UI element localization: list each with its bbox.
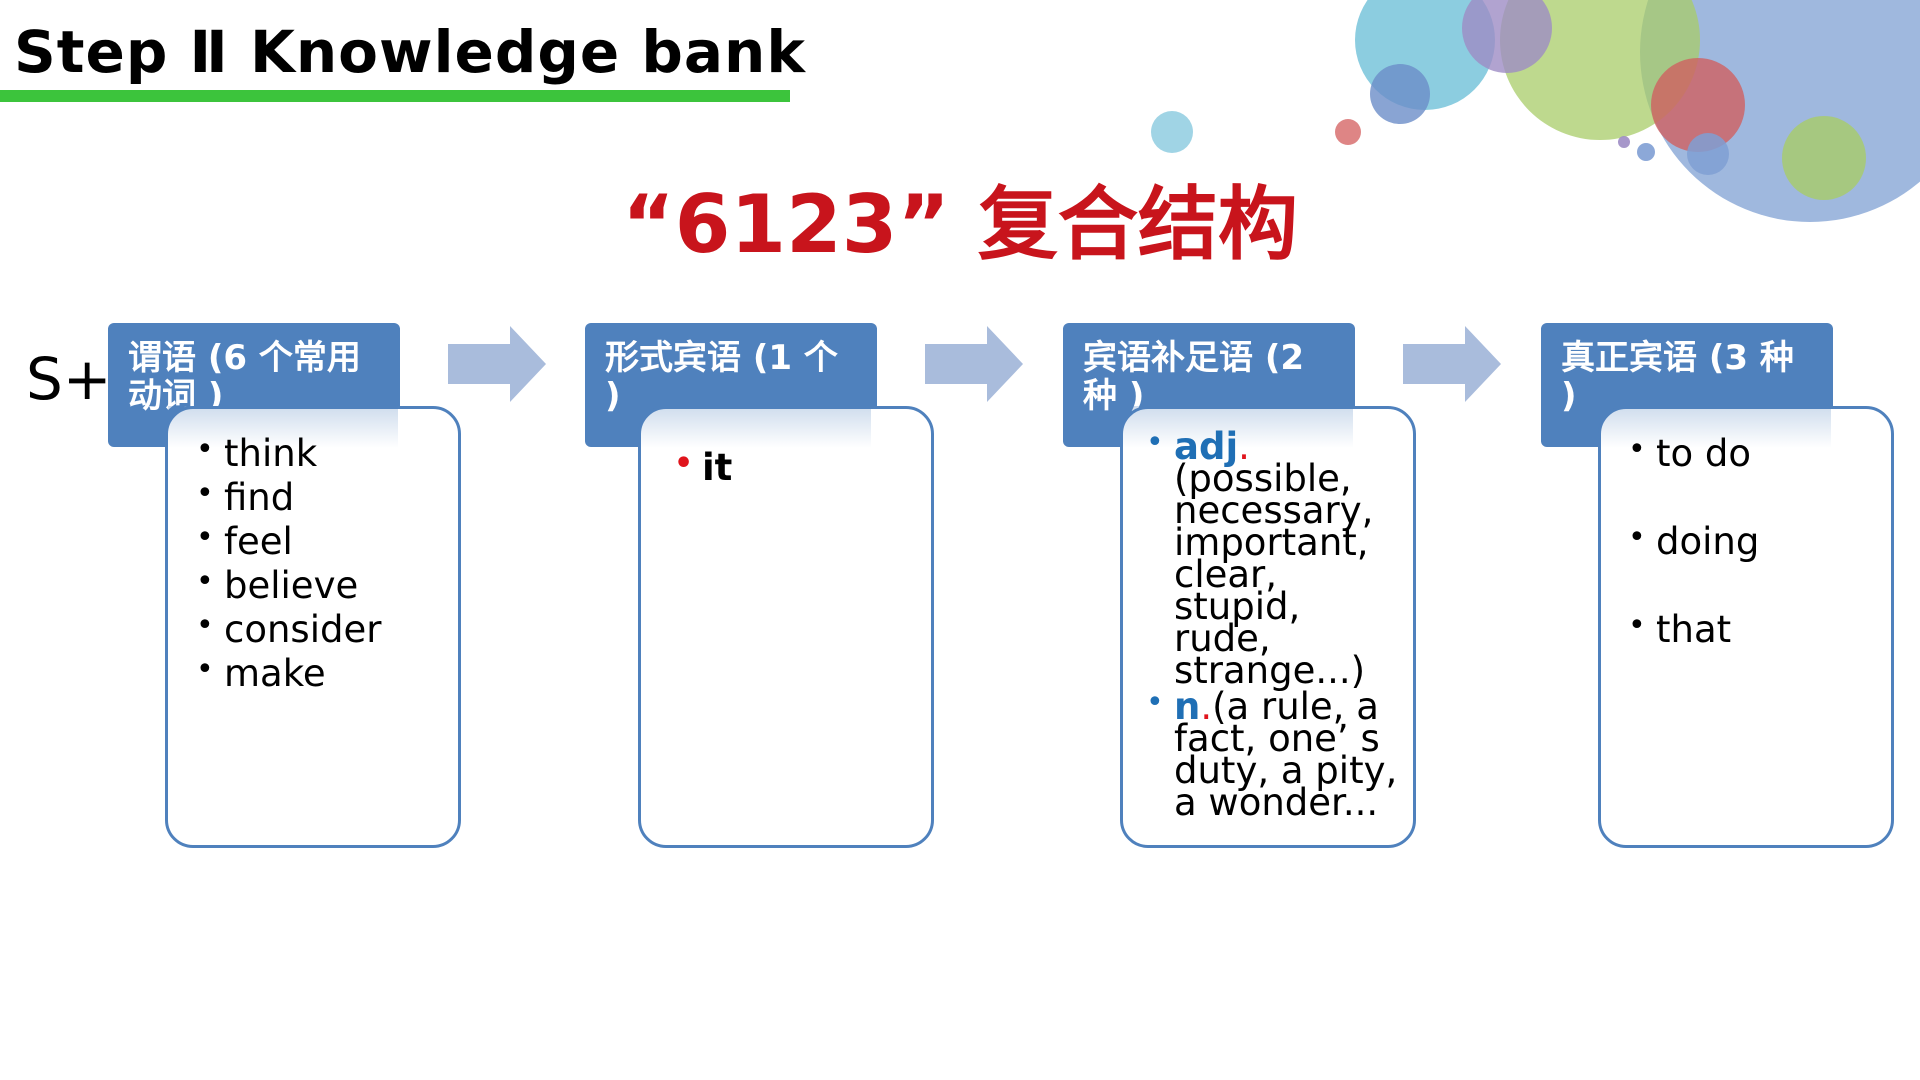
item-text: (a rule, a fact, one’ s duty, a pity, a … <box>1174 685 1398 824</box>
real-object-list: to do doing that <box>1628 428 1759 696</box>
list-item: think <box>196 428 381 476</box>
list-item: find <box>196 472 381 520</box>
list-item: it <box>674 438 732 494</box>
column-box-formal-object <box>638 406 934 848</box>
list-item: feel <box>196 516 381 564</box>
list-item: adj.(possible, necessary, important, cle… <box>1146 427 1406 689</box>
list-item: consider <box>196 604 381 652</box>
list-item: to do <box>1628 428 1759 520</box>
list-item: believe <box>196 560 381 608</box>
predicate-list: think find feel believe consider make <box>196 428 381 696</box>
keyword-dot: . <box>1200 685 1213 728</box>
object-complement-list: adj.(possible, necessary, important, cle… <box>1146 427 1406 823</box>
keyword-dot: . <box>1238 425 1250 468</box>
list-item: n.(a rule, a fact, one’ s duty, a pity, … <box>1146 687 1406 821</box>
list-item: make <box>196 648 381 696</box>
formal-object-list: it <box>674 438 732 494</box>
decorative-bubbles <box>1151 0 1920 222</box>
right-arrow-icon <box>448 326 546 402</box>
list-item: doing <box>1628 516 1759 608</box>
subject-label: S+ <box>26 345 112 413</box>
list-item: that <box>1628 604 1759 696</box>
main-title: “6123” 复合结构 <box>622 178 1298 271</box>
header-underline <box>0 90 790 102</box>
item-text: (possible, necessary, important, clear, … <box>1174 457 1374 692</box>
keyword-adj: adj <box>1174 425 1239 468</box>
right-arrow-icon <box>1403 326 1501 402</box>
right-arrow-icon <box>925 326 1023 402</box>
keyword-n: n <box>1174 685 1201 728</box>
header-title: Step Ⅱ Knowledge bank <box>14 18 806 86</box>
